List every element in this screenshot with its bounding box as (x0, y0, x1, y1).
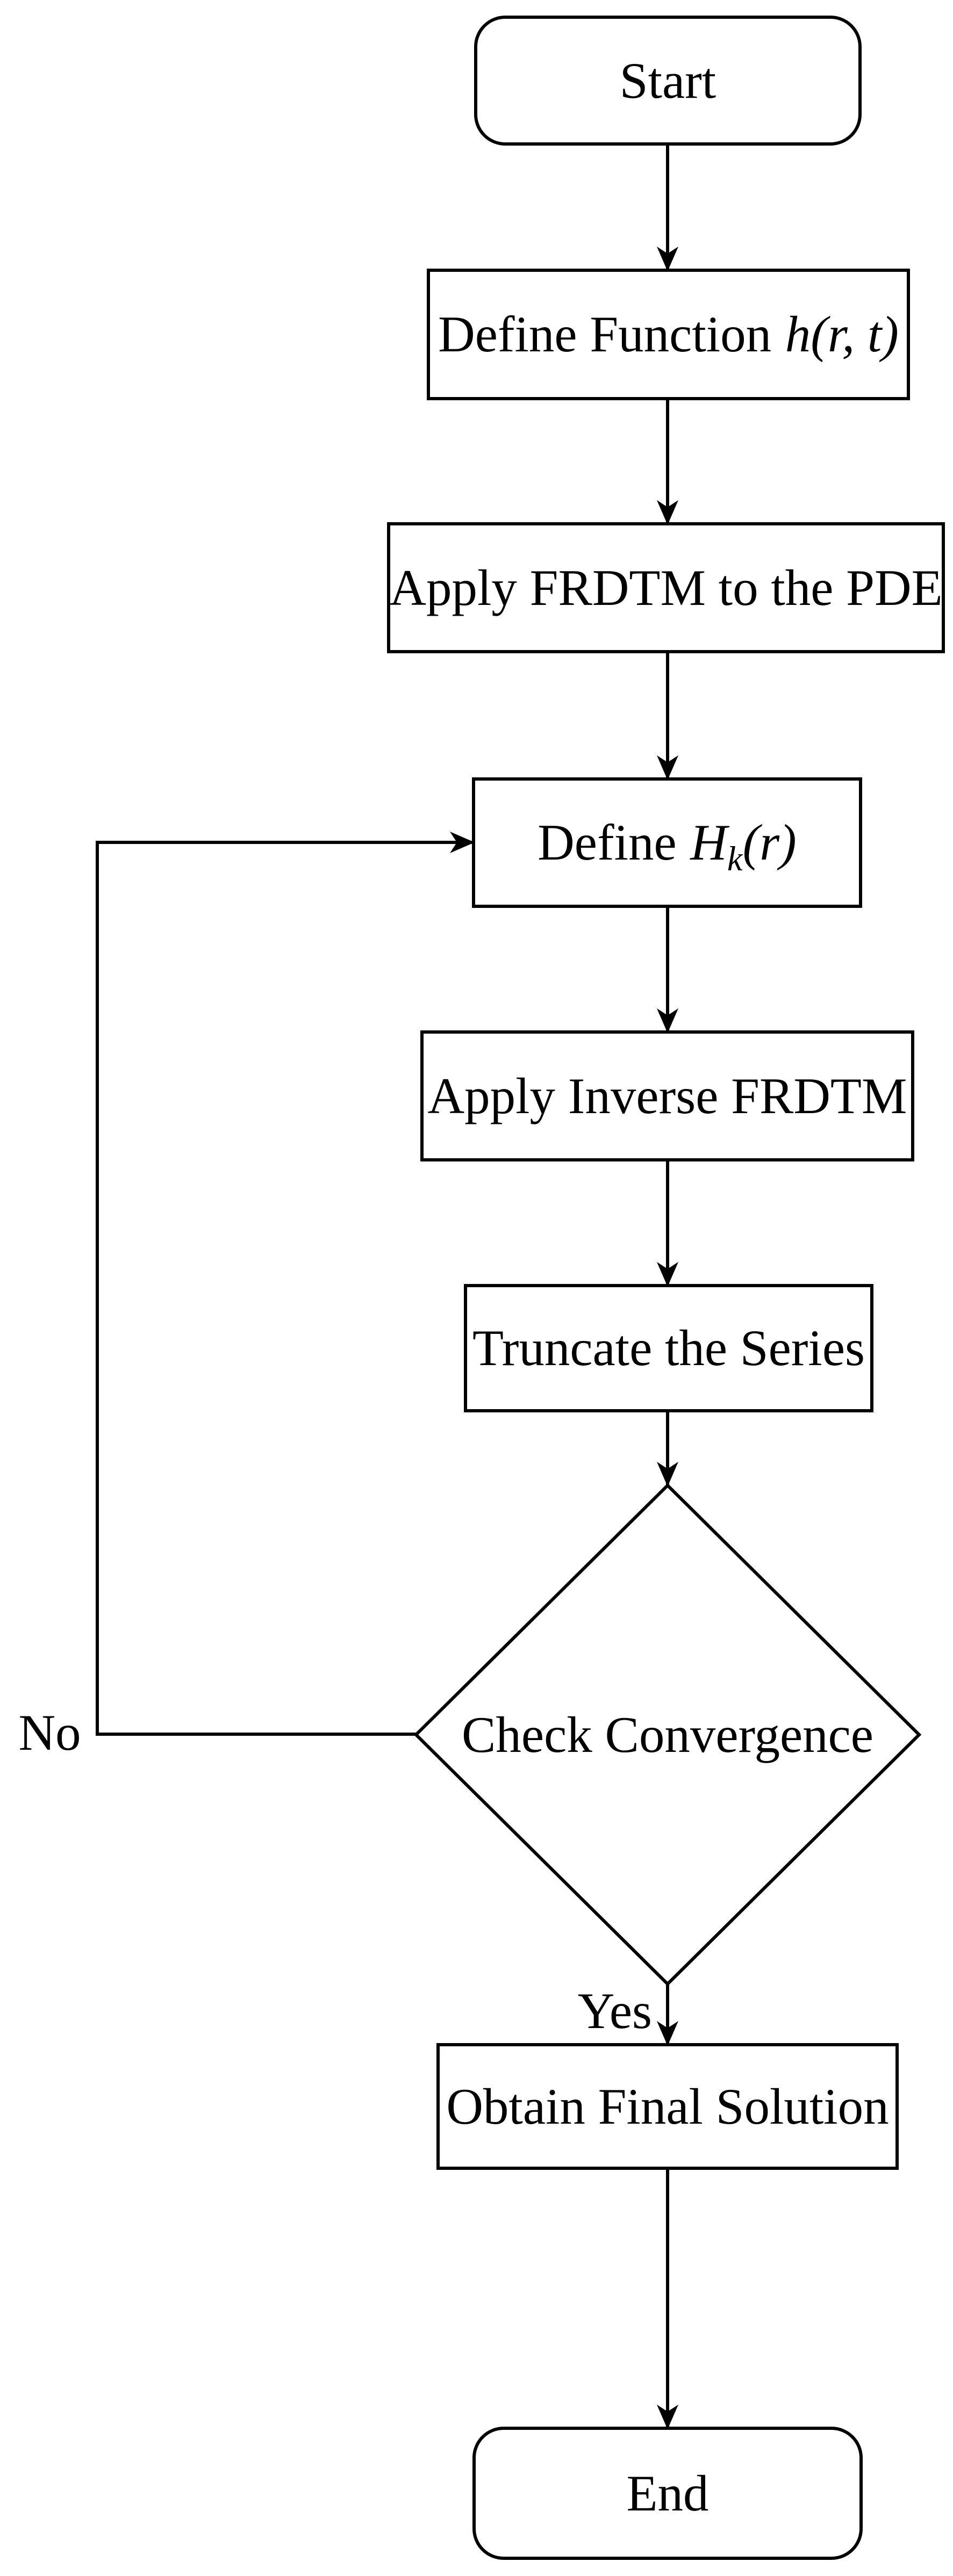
no-branch-label-text: No (18, 1704, 81, 1761)
apply-inverse-frdtm-label-text: Apply Inverse FRDTM (427, 1067, 907, 1124)
check-convergence-label: Check Convergence (416, 1485, 919, 1984)
apply-frdtm-label-text: Apply FRDTM to the PDE (389, 559, 943, 616)
define-function-node (427, 269, 910, 400)
start-node (474, 16, 862, 146)
obtain-final-solution-label-text: Obtain Final Solution (446, 2077, 889, 2135)
obtain-final-solution-label: Obtain Final Solution (438, 2045, 897, 2168)
truncate-series-node (464, 1284, 873, 1412)
define-hk-node (472, 777, 862, 908)
end-label-text: End (626, 2464, 709, 2522)
end-node (472, 2427, 863, 2560)
truncate-series-label: Truncate the Series (465, 1286, 872, 1411)
start-label: Start (476, 17, 860, 144)
obtain-final-solution-node (436, 2043, 899, 2170)
define-function-math: h(r, t) (785, 306, 899, 363)
define-function-label: Define Function h(r, t) (428, 270, 908, 399)
arrow-no-loop-check-to-define-hk (96, 832, 475, 1736)
yes-branch-label: Yes (529, 1981, 652, 2040)
check-convergence-decision-node (413, 1483, 922, 1987)
define-hk-math-args: (r) (742, 814, 797, 871)
define-hk-label: Define Hk(r) (474, 779, 861, 906)
end-label: End (474, 2428, 861, 2558)
check-convergence-label-text: Check Convergence (462, 1706, 873, 1763)
define-hk-math-subscript: k (727, 839, 743, 878)
define-hk-label-text: Define (538, 814, 677, 871)
apply-frdtm-node (387, 522, 945, 653)
start-label-text: Start (619, 52, 716, 109)
define-hk-math: Hk(r) (690, 814, 797, 876)
apply-inverse-frdtm-label: Apply Inverse FRDTM (422, 1032, 913, 1160)
define-hk-math-base: H (690, 814, 727, 871)
yes-branch-label-text: Yes (577, 1982, 652, 2039)
apply-frdtm-label: Apply FRDTM to the PDE (389, 524, 943, 652)
apply-inverse-frdtm-node (420, 1030, 914, 1161)
truncate-series-label-text: Truncate the Series (472, 1319, 865, 1376)
no-branch-label: No (5, 1700, 94, 1765)
define-function-label-text: Define Function (438, 306, 772, 363)
